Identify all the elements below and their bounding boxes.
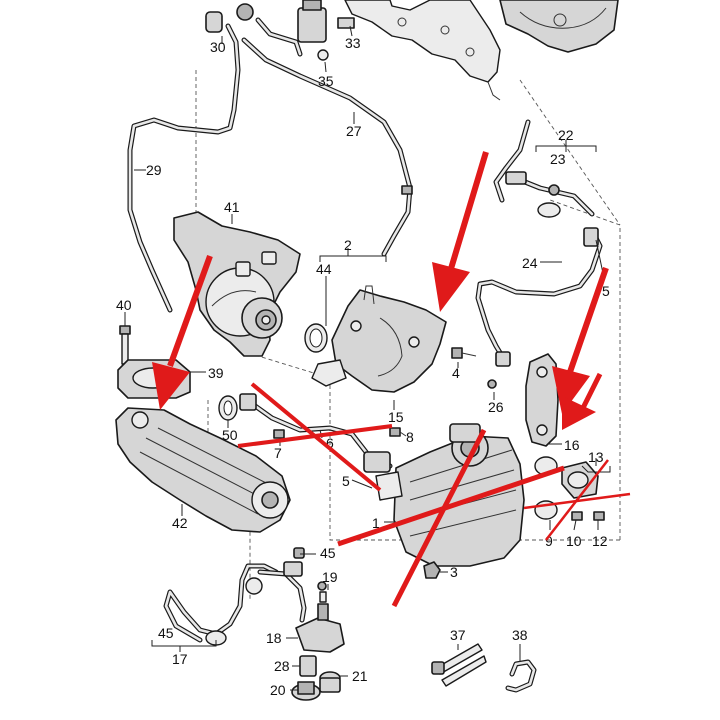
bolt-40 [119, 325, 131, 365]
callout-18: 18 [266, 630, 282, 646]
bolts-7-8 [273, 427, 407, 439]
bracket-16 [525, 353, 559, 447]
callout-6: 6 [326, 435, 334, 451]
hose-clip-38 [505, 659, 537, 693]
callout-21: 21 [352, 668, 368, 684]
callouts: 30 33 35 27 29 22 23 41 2 44 24 5 40 39 … [116, 35, 610, 698]
callout-38: 38 [512, 627, 528, 643]
valve-18 [295, 581, 345, 653]
callout-5b: 5 [342, 473, 350, 489]
callout-26: 26 [488, 399, 504, 415]
red-strike-pipe [237, 382, 393, 492]
red-arrow-bracket [552, 267, 609, 414]
egr-housing [304, 285, 447, 393]
callout-1: 1 [372, 515, 380, 531]
callout-30: 30 [210, 39, 226, 55]
cable-tie-37 [431, 643, 487, 687]
callout-50: 50 [222, 427, 238, 443]
callout-8: 8 [406, 429, 414, 445]
callout-40: 40 [116, 297, 132, 313]
callout-9: 9 [545, 533, 553, 549]
leader-lines [124, 25, 611, 691]
vacuum-line-24 [475, 227, 603, 389]
callout-35: 35 [318, 73, 334, 89]
callout-24: 24 [522, 255, 538, 271]
callout-45a: 45 [320, 545, 336, 561]
callout-12: 12 [592, 533, 608, 549]
callout-13: 13 [588, 449, 604, 465]
nut-3 [423, 561, 441, 579]
callout-41: 41 [224, 199, 240, 215]
turbocharger [173, 211, 301, 357]
red-strike-cooler [337, 428, 565, 608]
vacuum-hoses-top [127, 17, 413, 313]
callout-7: 7 [274, 445, 282, 461]
vacuum-line-22 [493, 119, 595, 218]
red-strike-gaskets [523, 459, 631, 541]
callout-37: 37 [450, 627, 466, 643]
callout-29: 29 [146, 162, 162, 178]
gasket-50 [218, 395, 238, 421]
callout-44: 44 [316, 261, 332, 277]
callout-42: 42 [172, 515, 188, 531]
callout-45b: 45 [158, 625, 174, 641]
cylinder-head-corner [499, 0, 619, 53]
red-annotations [152, 151, 631, 608]
callout-28: 28 [274, 658, 290, 674]
callout-4: 4 [452, 365, 460, 381]
bolt-4 [451, 347, 477, 359]
callout-19: 19 [322, 569, 338, 585]
callout-16: 16 [564, 437, 580, 453]
callout-33: 33 [345, 35, 361, 51]
top-bracket [344, 0, 501, 101]
callout-15: 15 [388, 409, 404, 425]
red-arrow-egr [432, 151, 489, 312]
callout-17: 17 [172, 651, 188, 667]
callout-39: 39 [208, 365, 224, 381]
callout-2: 2 [344, 237, 352, 253]
callout-23: 23 [550, 151, 566, 167]
callout-22: 22 [558, 127, 574, 143]
parts-20-21-28 [291, 655, 341, 701]
red-arrow-turbo [152, 254, 213, 410]
callout-5a: 5 [602, 283, 610, 299]
manifold-42 [115, 407, 291, 533]
callout-27: 27 [346, 123, 362, 139]
callout-20: 20 [270, 682, 286, 698]
vacuum-line-17 [163, 547, 307, 646]
callout-3: 3 [450, 564, 458, 580]
pressure-converter [205, 0, 355, 61]
red-arrow-cooler [562, 372, 603, 430]
callout-10: 10 [566, 533, 582, 549]
